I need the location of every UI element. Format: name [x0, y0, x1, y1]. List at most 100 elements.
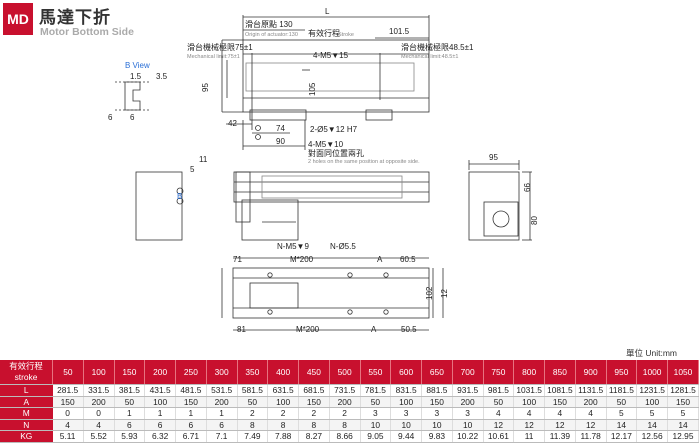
table-cell: 10.61 [483, 430, 515, 443]
stroke-header-value: 750 [483, 360, 515, 385]
b-arrow-label: B [177, 192, 182, 201]
stroke-header-value: 850 [544, 360, 576, 385]
stroke-header-value: 700 [452, 360, 484, 385]
table-cell: 1081.5 [544, 384, 576, 397]
md-badge: MD [3, 3, 33, 35]
dim-101-5: 101.5 [389, 27, 410, 36]
table-cell: 100 [390, 396, 422, 409]
dim-6b: 6 [130, 113, 135, 122]
n-d5-5-label: N-Ø5.5 [330, 242, 356, 251]
technical-drawing: L 滑台原點 130 Origin of actuator:130 有效行程 S… [108, 7, 539, 334]
table-cell: 931.5 [452, 384, 484, 397]
table-cell: 5.11 [52, 430, 84, 443]
dim-66: 66 [523, 183, 532, 192]
n-m5-label: N-M5▼9 [277, 242, 309, 251]
dim-95-top: 95 [201, 83, 210, 92]
table-cell: 8 [237, 419, 269, 432]
table-cell: 200 [83, 396, 115, 409]
mech-limit-right-en: Mechanical limit:48.5±1 [401, 54, 458, 60]
stroke-label-en: Stroke [338, 32, 354, 38]
stroke-header-value: 200 [144, 360, 176, 385]
table-cell: 4 [52, 419, 84, 432]
table-cell: 5 [667, 407, 699, 420]
table-cell: 100 [267, 396, 299, 409]
table-cell: 9.05 [360, 430, 392, 443]
table-cell: 150 [52, 396, 84, 409]
table-cell: 200 [206, 396, 238, 409]
stroke-header-value: 250 [175, 360, 207, 385]
dim-81: 81 [237, 325, 246, 334]
table-cell: 2 [329, 407, 361, 420]
table-cell: 8.27 [298, 430, 330, 443]
table-cell: 881.5 [421, 384, 453, 397]
title-en: Motor Bottom Side [40, 26, 134, 38]
table-cell: 12 [575, 419, 607, 432]
stroke-header-value: 650 [421, 360, 453, 385]
dim-74: 74 [276, 124, 285, 133]
b-view-label: B View [125, 61, 150, 70]
unit-label: 單位 Unit:mm [625, 348, 677, 358]
table-cell: 50 [606, 396, 638, 409]
table-cell: 14 [636, 419, 668, 432]
mech-limit-right: 滑台機械極限48.5±1 [401, 42, 474, 52]
dim-12: 12 [440, 289, 449, 298]
table-cell: 531.5 [206, 384, 238, 397]
stroke-header-value: 300 [206, 360, 238, 385]
stroke-header-value: 1000 [636, 360, 668, 385]
stroke-header-value: 100 [83, 360, 115, 385]
table-cell: 14 [667, 419, 699, 432]
table-cell: 1 [206, 407, 238, 420]
table-cell: 100 [636, 396, 668, 409]
table-cell: 1281.5 [667, 384, 699, 397]
origin-label-en: Origin of actuator:130 [245, 32, 298, 38]
row-label: M [0, 407, 53, 420]
dim-5: 5 [190, 165, 195, 174]
stroke-header-cell: 有效行程 stroke [0, 360, 53, 385]
table-cell: 781.5 [360, 384, 392, 397]
stroke-header-value: 600 [390, 360, 422, 385]
top-view-body [242, 39, 430, 113]
table-cell: 7.88 [267, 430, 299, 443]
table-cell: 0 [83, 407, 115, 420]
table-cell: 150 [298, 396, 330, 409]
table-cell: 11 [513, 430, 545, 443]
dim-95-end: 95 [489, 153, 498, 162]
dim-m200-bottom: M*200 [296, 325, 320, 334]
stroke-header-value: 400 [267, 360, 299, 385]
table-cell: 200 [452, 396, 484, 409]
table-cell: 10 [421, 419, 453, 432]
table-cell: 581.5 [237, 384, 269, 397]
table-cell: 1031.5 [513, 384, 545, 397]
stroke-header-value: 50 [52, 360, 84, 385]
page-header: MD 馬達下折 Motor Bottom Side [3, 3, 303, 43]
table-cell: 5 [606, 407, 638, 420]
table-cell: 6 [114, 419, 146, 432]
table-cell: 50 [237, 396, 269, 409]
stroke-header-value: 900 [575, 360, 607, 385]
table-cell: 10 [390, 419, 422, 432]
table-cell: 7.49 [237, 430, 269, 443]
dim-60-5: 60.5 [400, 255, 416, 264]
table-cell: 150 [544, 396, 576, 409]
table-cell: 12.17 [606, 430, 638, 443]
dim-1-5: 1.5 [130, 72, 142, 81]
table-cell: 100 [513, 396, 545, 409]
table-cell: 4 [483, 407, 515, 420]
table-cell: 12 [483, 419, 515, 432]
table-cell: 331.5 [83, 384, 115, 397]
table-cell: 731.5 [329, 384, 361, 397]
table-cell: 4 [544, 407, 576, 420]
table-cell: 9.44 [390, 430, 422, 443]
dim-L: L [325, 7, 330, 16]
table-cell: 2 [267, 407, 299, 420]
stroke-header-value: 550 [360, 360, 392, 385]
stroke-header-value: 500 [329, 360, 361, 385]
dim-102: 102 [425, 286, 434, 300]
table-cell: 381.5 [114, 384, 146, 397]
table-cell: 14 [606, 419, 638, 432]
table-cell: 150 [175, 396, 207, 409]
table-cell: 6 [206, 419, 238, 432]
